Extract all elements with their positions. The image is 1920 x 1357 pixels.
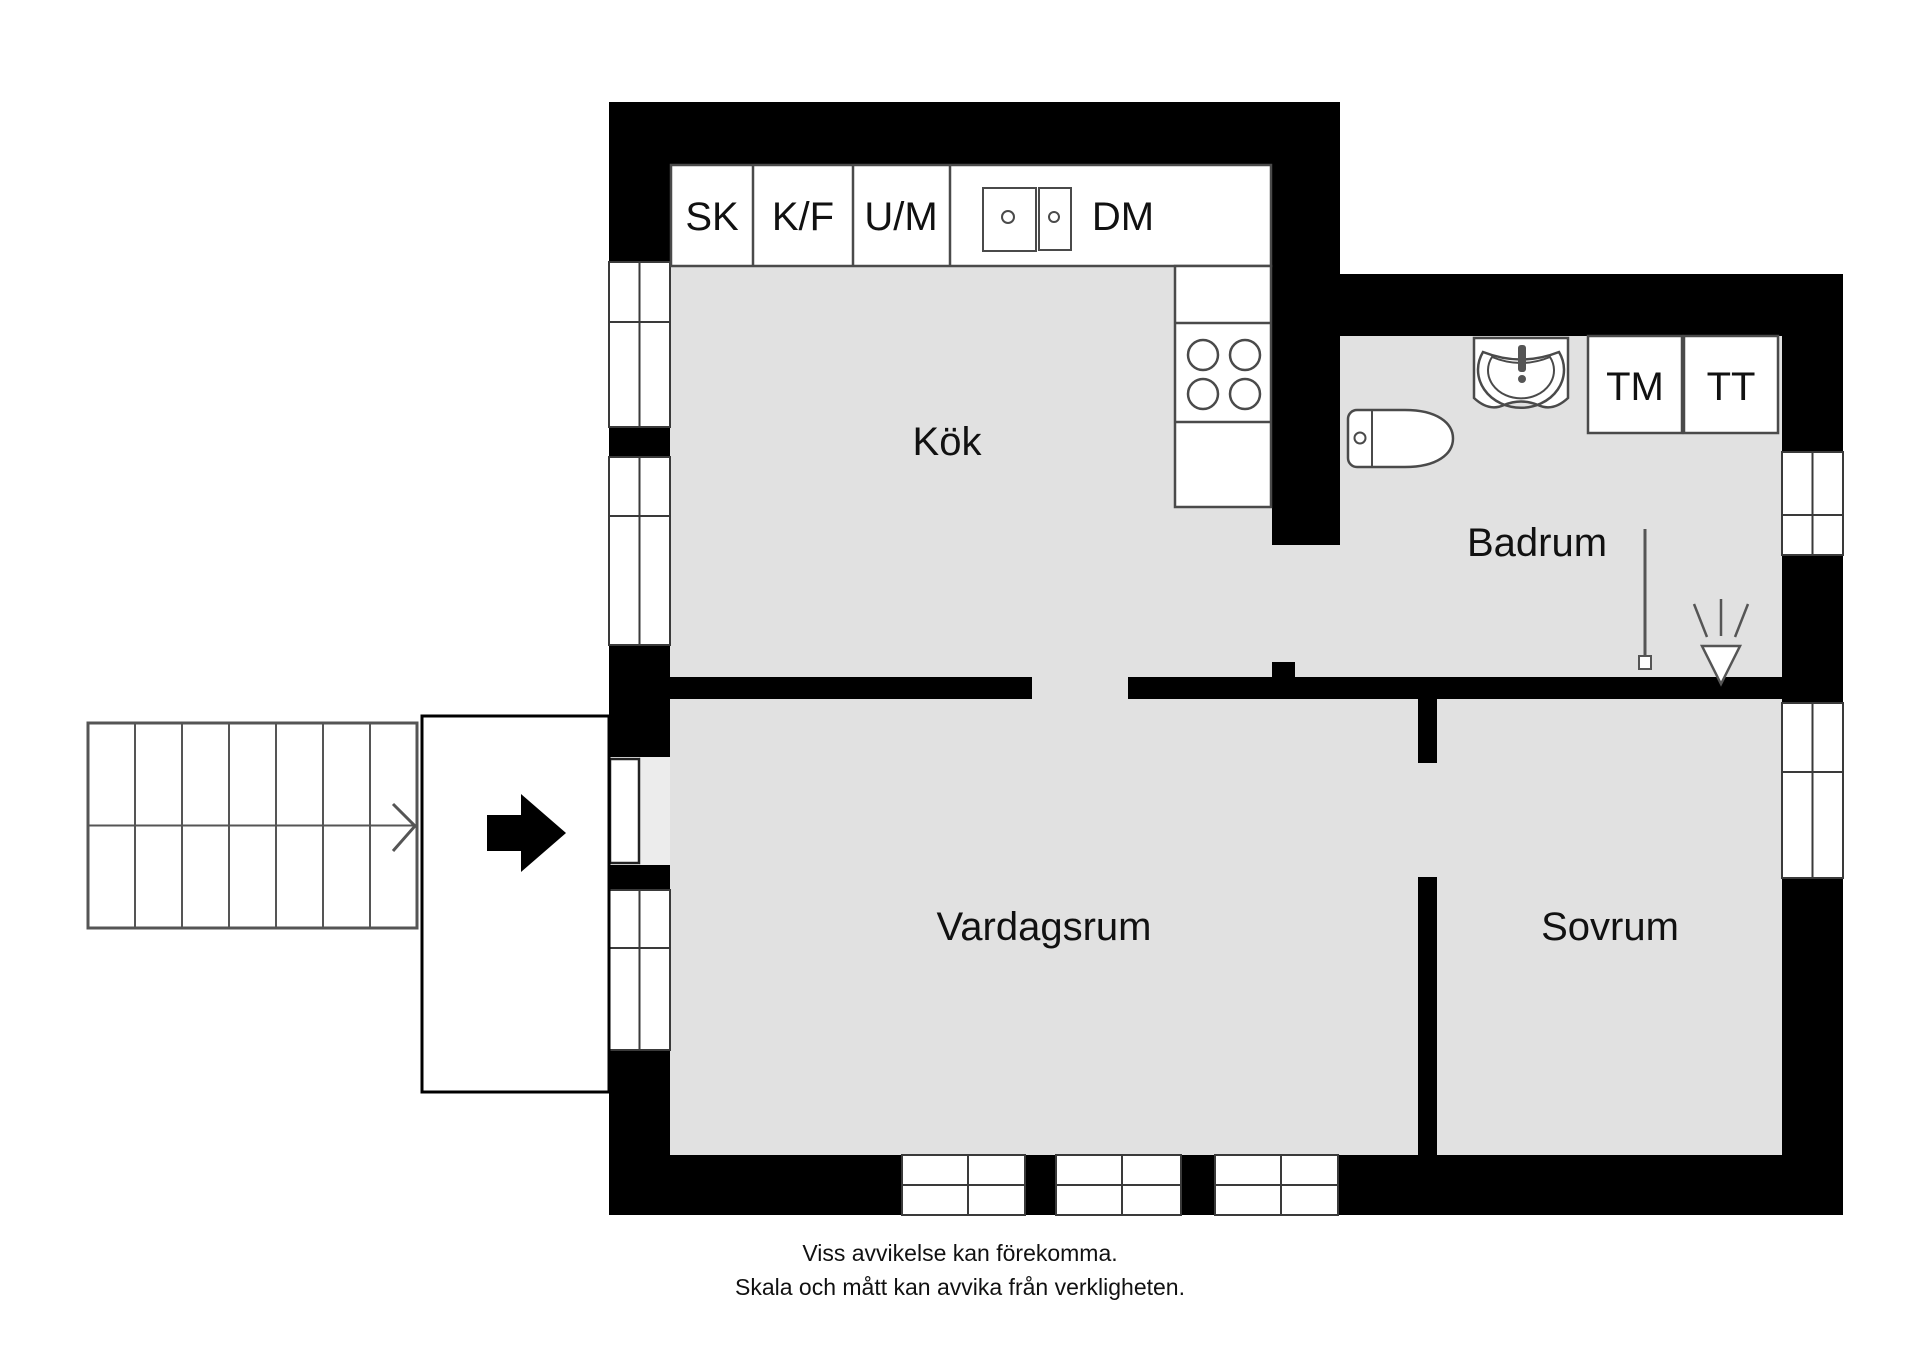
bedroom-divider-upper — [1418, 699, 1437, 763]
bedroom-divider-lower — [1418, 877, 1437, 1155]
kitchen-doorway-floor — [1032, 677, 1128, 699]
window-bottom-3 — [1214, 1154, 1339, 1216]
staircase — [86, 721, 419, 930]
stove-burners-icon — [1186, 338, 1262, 411]
bedroom-living-floor — [1272, 699, 1782, 1155]
floor-areas — [670, 267, 1782, 1155]
kitchen-living-floor — [670, 267, 1272, 1155]
entry-landing — [420, 714, 611, 1094]
disclaimer-line-2: Skala och mått kan avvika från verklighe… — [735, 1274, 1185, 1300]
kitchen-label: Kök — [913, 420, 983, 464]
kitchen-sink-icon — [982, 187, 1072, 252]
window-right-1 — [1781, 451, 1844, 556]
stair-steps — [88, 723, 415, 928]
window-right-2 — [1781, 702, 1844, 879]
entry-arrow-icon — [487, 794, 566, 872]
shower-drain-icon — [1692, 599, 1750, 687]
living-room-label: Vardagsrum — [937, 905, 1152, 949]
kitchen-bathroom-wall — [1272, 102, 1340, 545]
oven-microwave-label: U/M — [864, 195, 937, 239]
window-left-3 — [608, 889, 671, 1051]
faucet-icon — [1518, 345, 1526, 372]
bathroom-fixtures — [1346, 334, 1780, 687]
washing-machine-label: TM — [1606, 365, 1664, 409]
kitchen-counter-band — [669, 163, 1273, 268]
door-leaf — [608, 757, 641, 865]
top-wall — [609, 102, 1340, 165]
windows — [608, 261, 1844, 1216]
bathroom-top-wall — [1340, 274, 1843, 336]
washbasin-icon — [1472, 336, 1570, 409]
window-bottom-1 — [901, 1154, 1026, 1216]
bathroom-door-jamb — [1272, 662, 1295, 677]
shower-partition — [1638, 529, 1652, 670]
kitchen-cabinets — [669, 163, 1273, 509]
appliance-labels: SK K/F U/M DM TM TT — [685, 195, 1755, 409]
tumble-dryer-label: TT — [1707, 365, 1756, 409]
window-bottom-2 — [1055, 1154, 1182, 1216]
window-left-2 — [608, 456, 671, 646]
dishwasher-label: DM — [1092, 195, 1154, 239]
tumble-dryer-box — [1682, 334, 1780, 435]
bathroom-passage-floor — [1272, 545, 1340, 677]
kitchen-living-divider — [670, 677, 1032, 699]
fridge-freezer-label: K/F — [772, 195, 834, 239]
washing-machine-box — [1586, 334, 1684, 435]
bathroom-label: Badrum — [1467, 521, 1607, 565]
disclaimer-line-1: Viss avvikelse kan förekomma. — [802, 1240, 1117, 1266]
disclaimer: Viss avvikelse kan förekomma. Skala och … — [735, 1240, 1185, 1300]
bedroom-label: Sovrum — [1541, 905, 1679, 949]
room-labels: Kök Badrum Vardagsrum Sovrum — [913, 420, 1679, 949]
bathroom-bottom-divider — [1128, 677, 1782, 699]
window-left-1 — [608, 261, 671, 428]
landing-outline — [420, 714, 611, 1094]
stair-direction-chevron-icon — [391, 802, 418, 852]
cabinet-label: SK — [685, 195, 739, 239]
door-threshold-shading — [639, 757, 670, 865]
entrance-door — [608, 757, 670, 865]
toilet-icon — [1346, 408, 1455, 469]
